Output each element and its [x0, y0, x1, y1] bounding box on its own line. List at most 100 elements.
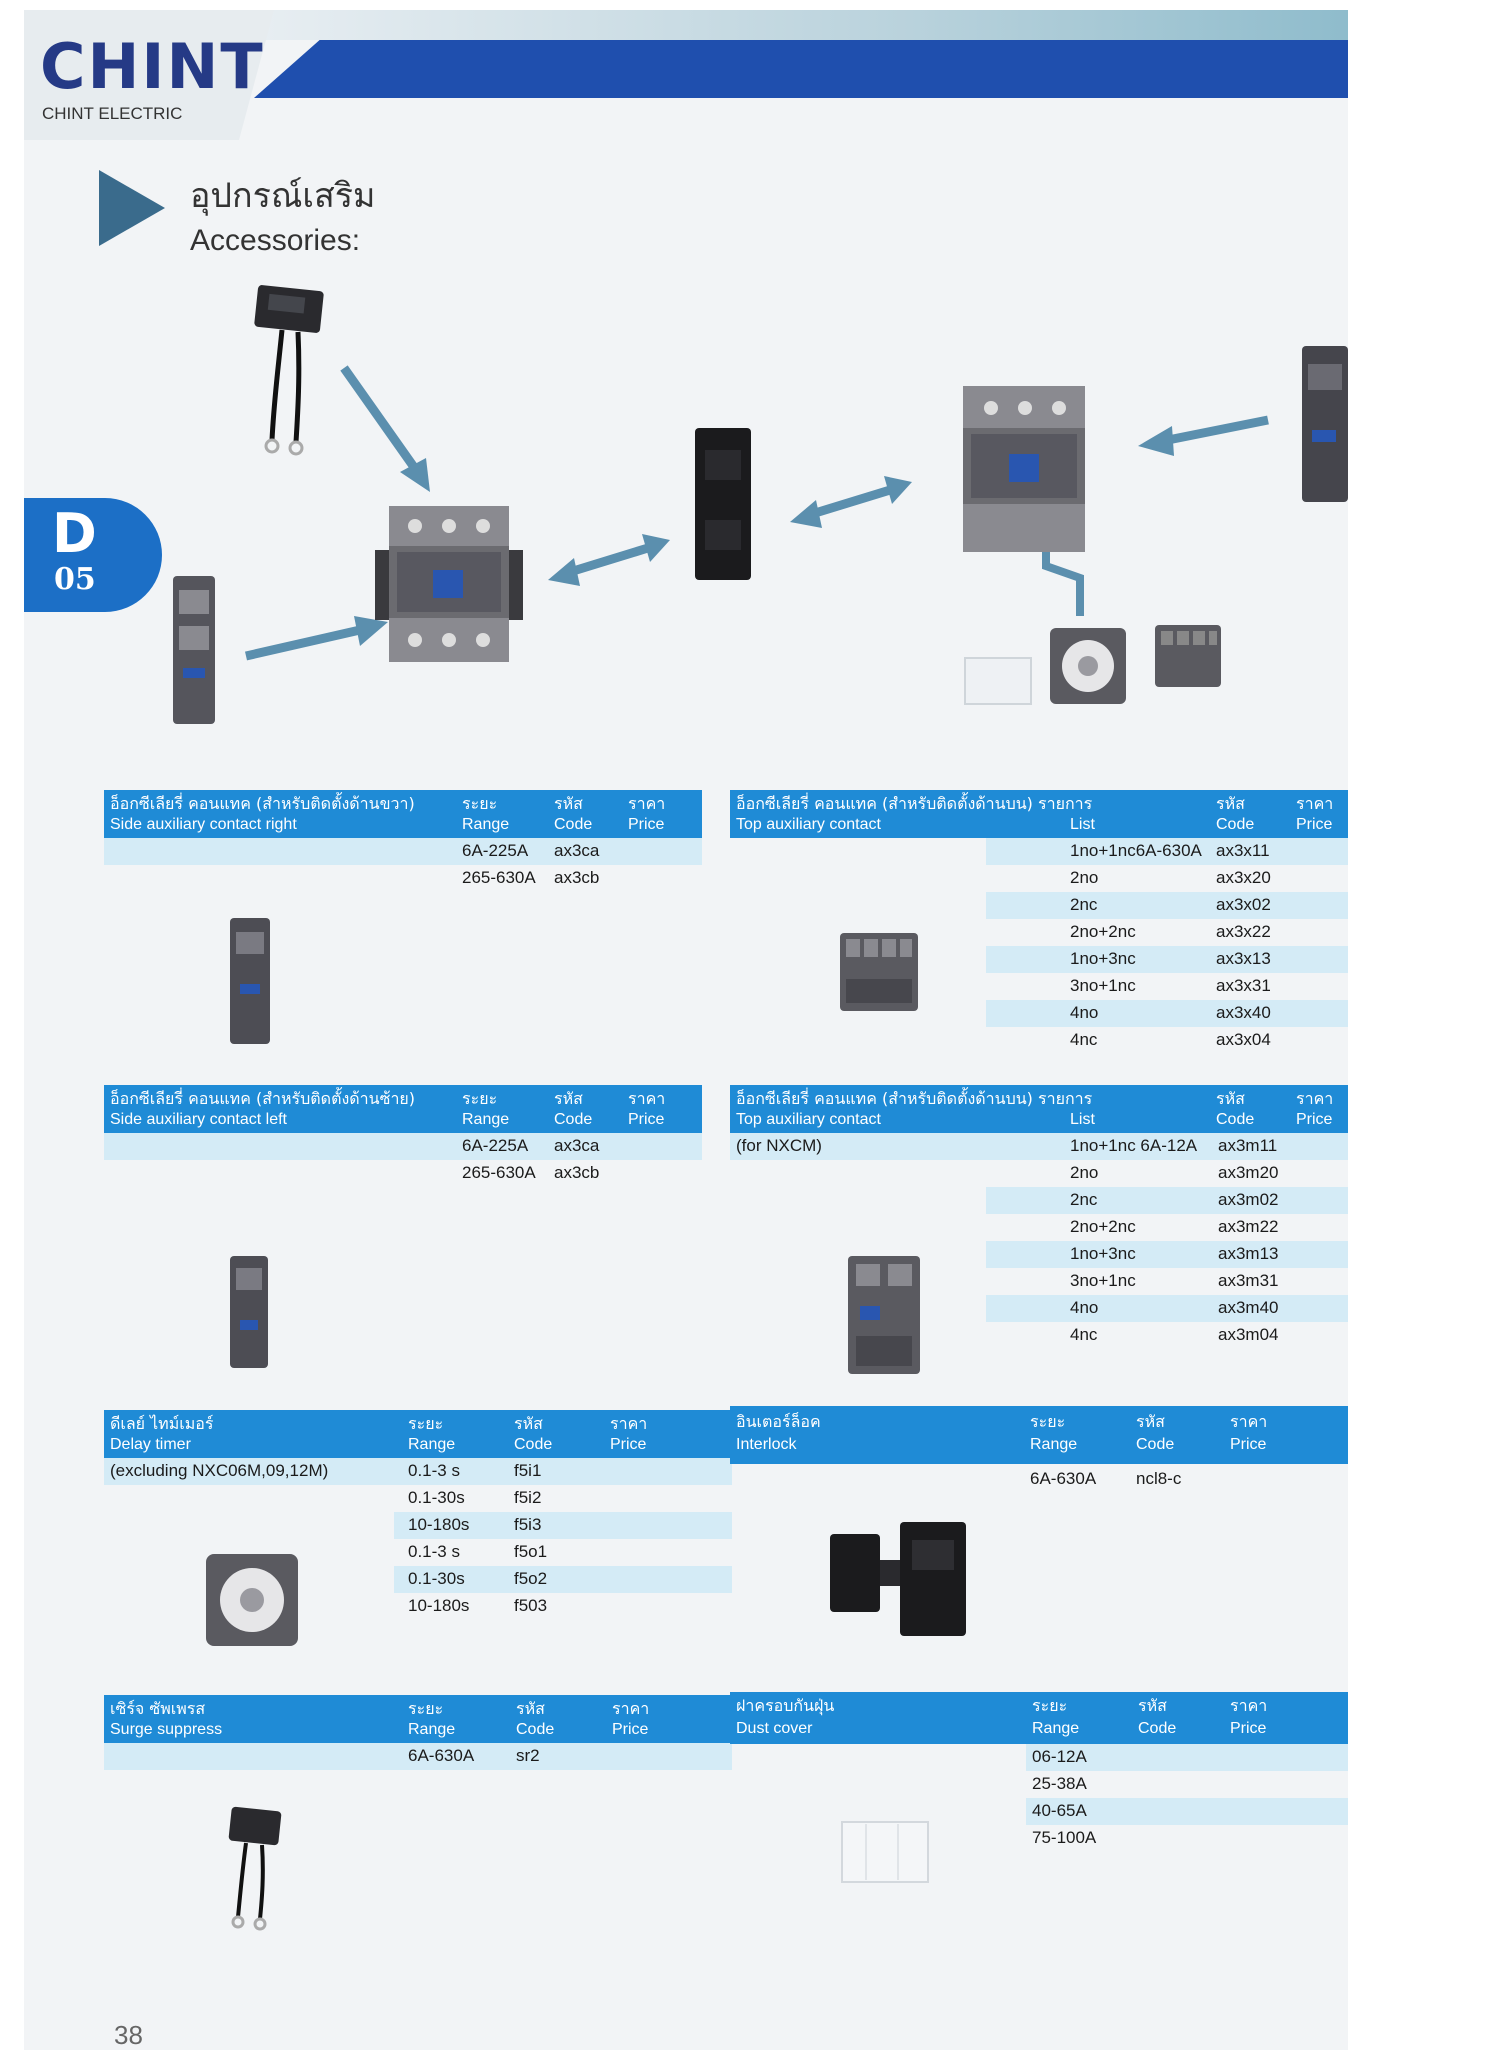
cell-code: f5o2 [514, 1569, 548, 1588]
table-row: 2no+2nc ax3x22 [986, 919, 1348, 946]
brand-logo: CHINT [40, 30, 265, 103]
cell-range: 10-180s [408, 1515, 470, 1534]
col-price-thai: ราคา [610, 1414, 648, 1433]
col-code-thai: รหัส [1216, 794, 1245, 813]
table-title-thai: เซิร์จ ซัพเพรส [110, 1699, 206, 1718]
page-title-thai: อุปกรณ์เสริม [190, 176, 376, 216]
cell-code: ncl8-c [1136, 1469, 1182, 1488]
table-surge-suppress: เซิร์จ ซัพเพรส Surge suppress ระยะ Range… [104, 1695, 734, 1985]
cell-range: 265-630A [462, 1163, 536, 1182]
logo-area: CHINT CHINT ELECTRIC [24, 10, 274, 140]
table-title-english: Interlock [736, 1436, 797, 1453]
cell-list: 2no [1070, 868, 1099, 887]
table-top-aux: อ็อกซีเลียรี่ คอนแทค (สำหรับติดตั้งด้านบ… [730, 790, 1348, 1080]
page-number: 38 [114, 2020, 143, 2050]
cell-code: f503 [514, 1596, 548, 1615]
table-row: 6A-630A sr2 [104, 1743, 732, 1770]
table-header: ดีเลย์ ไทม์เมอร์ Delay timer ระยะ Range … [104, 1410, 732, 1458]
cell-code: ax3x22 [1216, 922, 1271, 941]
col-price: Price [628, 1111, 665, 1128]
col-code-thai: รหัส [1136, 1412, 1165, 1431]
table-header: เซิร์จ ซัพเพรส Surge suppress ระยะ Range… [104, 1695, 732, 1743]
table-row: 4no ax3x40 [986, 1000, 1348, 1027]
cell-code: ax3m20 [1218, 1163, 1279, 1182]
col-price-thai: ราคา [628, 1089, 666, 1108]
cell-range: 75-100A [1032, 1828, 1097, 1847]
col-list: List [1070, 1111, 1095, 1128]
cell-code: ax3x11 [1216, 841, 1270, 860]
cell-range: 06-12A [1032, 1747, 1087, 1766]
col-code-thai: รหัส [1138, 1696, 1167, 1715]
section-tab: D 05 [24, 498, 162, 612]
cell-code: ax3x31 [1216, 976, 1271, 995]
cell-list: 4nc [1070, 1325, 1098, 1344]
cell-code: ax3x13 [1216, 949, 1271, 968]
cell-code: ax3m22 [1218, 1217, 1279, 1236]
col-price: Price [1230, 1720, 1267, 1737]
col-price: Price [628, 816, 665, 833]
table-title-thai: อ็อกซีเลียรี่ คอนแทค (สำหรับติดตั้งด้านบ… [736, 794, 1093, 813]
table-title-english: Dust cover [736, 1720, 813, 1737]
cell-code: ax3m13 [1218, 1244, 1279, 1263]
cell-list: 2no [1070, 1163, 1099, 1182]
cell-list: 2no+2nc [1070, 922, 1136, 941]
col-range: Range [408, 1721, 456, 1738]
brand-subtitle: CHINT ELECTRIC [42, 104, 183, 123]
col-code-thai: รหัส [554, 794, 583, 813]
table-header: ฝาครอบกันฝุ่น Dust cover ระยะ Range รหัส… [730, 1692, 1348, 1744]
arrow-double-icon-2 [790, 476, 912, 528]
col-code-thai: รหัส [554, 1089, 583, 1108]
catalog-page: CHINT CHINT ELECTRIC อุปกรณ์เสริม Access… [24, 10, 1348, 2050]
col-price: Price [1230, 1436, 1267, 1453]
col-range: Range [462, 816, 510, 833]
table-top-aux-nxcm: อ็อกซีเลียรี่ คอนแทค (สำหรับติดตั้งด้านบ… [730, 1085, 1348, 1395]
cell-list: 4no [1070, 1298, 1099, 1317]
delay-timer-image [1050, 628, 1126, 704]
cell-code: ax3m04 [1218, 1325, 1279, 1344]
header-blue-band [254, 40, 1348, 98]
cell-range: 0.1-30s [408, 1488, 465, 1507]
cell-range: 265-630A [462, 868, 536, 887]
arrow-down-icon [340, 365, 430, 492]
table-row: 1no+3nc ax3x13 [986, 946, 1348, 973]
col-code: Code [1136, 1436, 1175, 1453]
cell-list: 4no [1070, 1003, 1099, 1022]
cell-list: 2no+2nc [1070, 1217, 1136, 1236]
table-header: อ็อกซีเลียรี่ คอนแทค (สำหรับติดตั้งด้านข… [104, 790, 702, 838]
cell-code: ax3x04 [1216, 1030, 1271, 1049]
table-title-thai: อ็อกซีเลียรี่ คอนแทค (สำหรับติดตั้งด้านซ… [110, 1089, 416, 1108]
table-title-english: Delay timer [110, 1436, 191, 1453]
table-title-english: Side auxiliary contact right [110, 816, 297, 833]
table-title-thai: อ็อกซีเลียรี่ คอนแทค (สำหรับติดตั้งด้านบ… [736, 1089, 1093, 1108]
cell-list: 1no+3nc [1070, 949, 1136, 968]
contactor-image [375, 506, 523, 662]
col-price-thai: ราคา [1230, 1696, 1268, 1715]
table-side-aux-right: อ็อกซีเลียรี่ คอนแทค (สำหรับติดตั้งด้านข… [104, 790, 704, 1090]
table-header: อ็อกซีเลียรี่ คอนแทค (สำหรับติดตั้งด้านบ… [730, 790, 1348, 838]
col-code: Code [514, 1436, 553, 1453]
table-header: อ็อกซีเลียรี่ คอนแทค (สำหรับติดตั้งด้านบ… [730, 1085, 1348, 1133]
table-title-english: Top auxiliary contact [736, 816, 881, 833]
top-auxiliary-contact-image [1155, 625, 1221, 687]
dust-cover-image [964, 657, 1032, 705]
cell-code: sr2 [516, 1746, 540, 1765]
col-price-thai: ราคา [1230, 1412, 1268, 1431]
table-side-aux-left: อ็อกซีเลียรี่ คอนแทค (สำหรับติดตั้งด้านซ… [104, 1085, 704, 1385]
cell-code: ax3m31 [1218, 1271, 1279, 1290]
section-tab-letter: D [52, 502, 97, 565]
cell-code: ax3x40 [1216, 1003, 1271, 1022]
cell-range: 6A-630A [1030, 1469, 1097, 1488]
title-triangle-icon [99, 170, 165, 246]
table-row: 4nc ax3m04 [986, 1322, 1348, 1349]
col-range: Range [1032, 1720, 1080, 1737]
side-auxiliary-contact-image [173, 576, 215, 724]
col-code: Code [1216, 1111, 1255, 1128]
top-auxiliary-contact-image-2 [840, 933, 918, 1011]
